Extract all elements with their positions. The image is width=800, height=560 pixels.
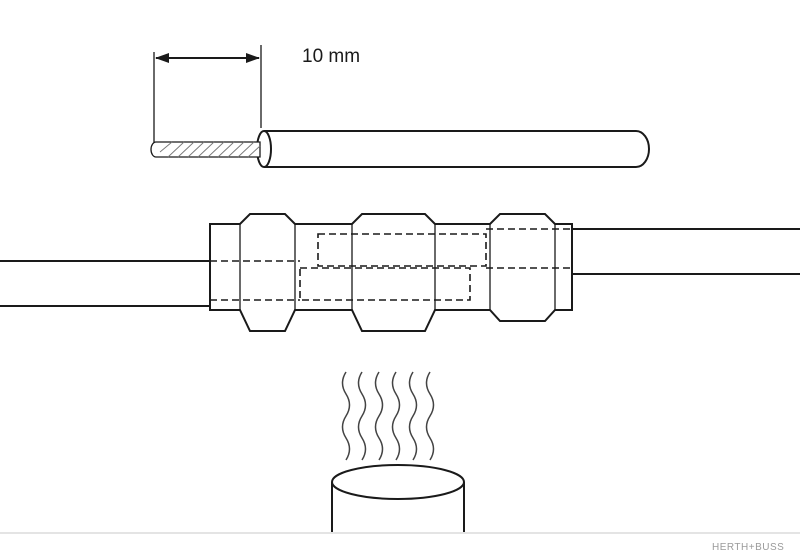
stripped-wire xyxy=(150,130,650,168)
right-crimp-barrel xyxy=(317,233,487,267)
heat-source xyxy=(331,371,465,532)
brand-watermark: HERTH+BUSS xyxy=(712,542,784,553)
heat-shrink-sleeve xyxy=(209,213,573,332)
left-crimp-barrel xyxy=(299,267,471,301)
connector-assembly xyxy=(0,213,800,332)
heat-gun-nozzle-rim xyxy=(331,464,465,500)
heat-waves xyxy=(341,371,435,461)
wire-insulation xyxy=(264,130,650,168)
dimension-annotation: 10 mm xyxy=(153,45,360,143)
conductor-strands xyxy=(159,141,261,158)
strip-length-label: 10 mm xyxy=(302,46,360,67)
hidden-internal-lines xyxy=(210,228,572,301)
